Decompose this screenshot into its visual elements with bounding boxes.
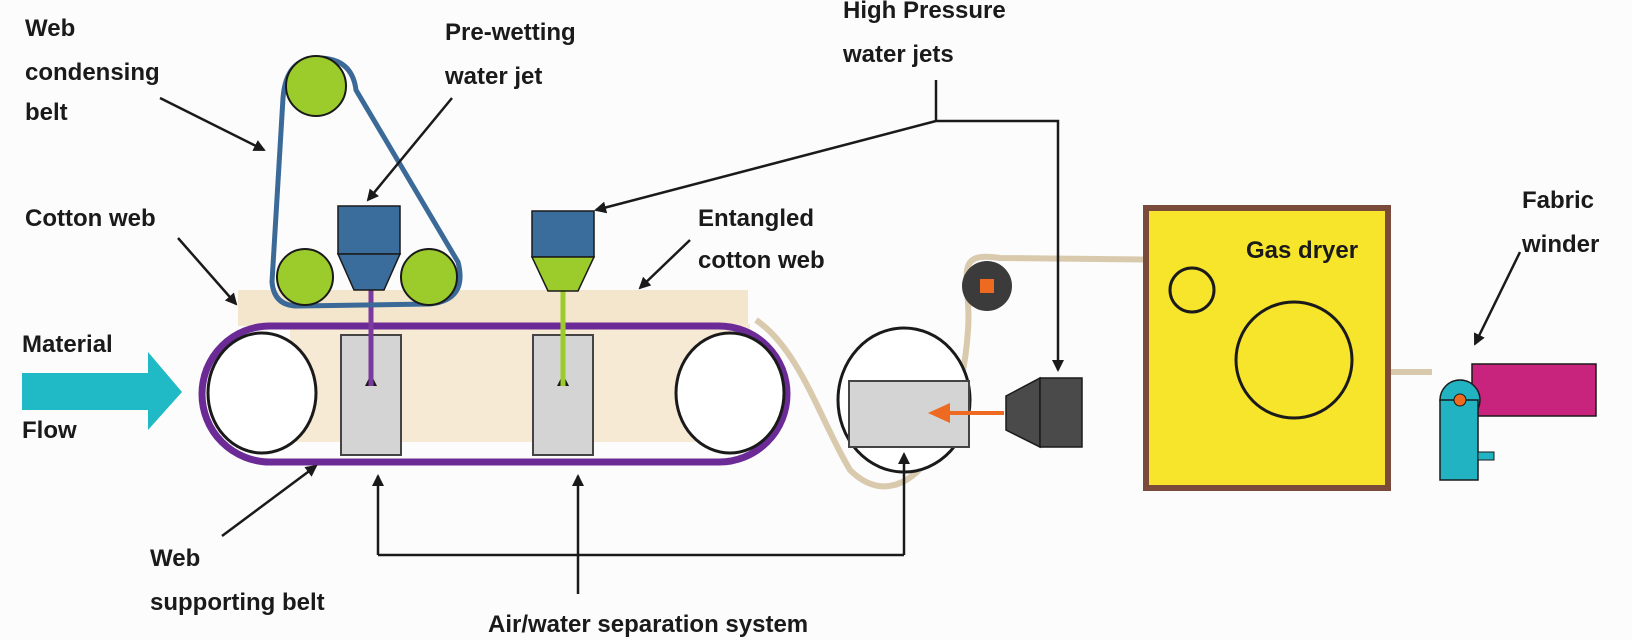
label-web-condensing-belt: Web condensing belt	[25, 15, 166, 126]
label-high-pressure-water-jets: High Pressure water jets	[842, 0, 1012, 68]
guide-roller-core	[980, 279, 994, 293]
dryer-drum	[1234, 300, 1354, 420]
leader-condensing-belt	[159, 96, 266, 152]
pre-wetting-jet-nozzle	[336, 253, 402, 291]
pre-wetting-jet-head	[337, 205, 401, 255]
belt-roller-right	[674, 331, 786, 455]
condensing-roller-right	[400, 248, 458, 306]
web-supporting-belt	[198, 322, 791, 466]
winder-handle	[1477, 451, 1495, 461]
label-pre-wetting-water-jet: Pre-wetting water jet	[444, 19, 582, 90]
hp-jet-side-nozzle	[1005, 376, 1041, 449]
belt-roller-left	[206, 331, 318, 455]
label-air-water-separation-system: Air/water separation system	[488, 611, 808, 638]
material-flow-arrow	[22, 352, 182, 430]
leader-cotton-web	[177, 237, 238, 306]
condensing-roller-top	[285, 55, 347, 117]
label-fabric-winder: Fabric winder	[1521, 187, 1601, 258]
label-cotton-web: Cotton web	[25, 205, 156, 232]
hp-jet-nozzle	[530, 256, 596, 292]
winder-stand	[1439, 399, 1479, 481]
hp-jet-side-body	[1039, 377, 1083, 448]
winder-fabric-roll	[1471, 363, 1597, 417]
hp-jet-head	[531, 210, 595, 258]
leader-entangled-web	[638, 239, 691, 290]
leader-hp-to-side-jet	[936, 119, 1064, 372]
leader-fabric-winder	[1473, 251, 1522, 346]
condensing-roller-left	[276, 248, 334, 306]
label-web-supporting-belt: Web supporting belt	[150, 545, 325, 616]
label-material-flow: Material Flow	[22, 331, 119, 444]
spray-arrow-head	[928, 403, 950, 423]
label-gas-dryer: Gas dryer	[1246, 237, 1358, 264]
leader-supporting-belt	[221, 464, 318, 538]
dryer-roller-small	[1168, 266, 1216, 314]
leader-hp-to-jet	[594, 119, 937, 214]
leader-pre-wetting	[366, 97, 453, 202]
winder-hub	[1453, 393, 1467, 407]
label-entangled-cotton-web: Entangled cotton web	[698, 205, 825, 274]
